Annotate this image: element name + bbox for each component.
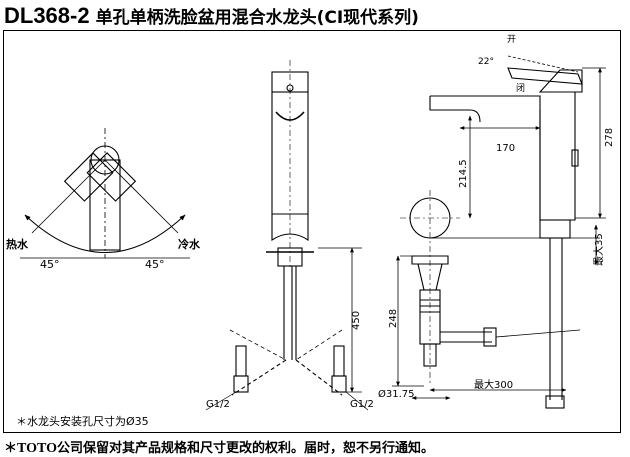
right-thread-size: G1/2 [350, 399, 374, 410]
side-view [429, 55, 606, 409]
product-description: 单孔单柄洗脸盆用混合水龙头(CI现代系列) [95, 8, 419, 28]
mounting-hole-note: ＊水龙头安装孔尺寸为Ø35 [16, 415, 149, 428]
side-hose-nut [545, 395, 565, 409]
handle-rotated-left [63, 152, 114, 202]
rotation-arc [24, 214, 186, 253]
lever-angle: 22° [478, 57, 494, 67]
handle-rotated-right [86, 152, 137, 202]
side-spout [429, 91, 576, 221]
hose-right [295, 359, 343, 396]
pivot-rod-nut [483, 327, 497, 347]
left-hose-nut [233, 375, 249, 393]
footer-brand: TOTO [17, 441, 57, 456]
handle-rotation-view [20, 128, 190, 259]
front-view [205, 60, 369, 411]
cold-water-label: 冷水 [178, 237, 201, 251]
drain-outlet [423, 343, 437, 367]
spout-reach-dimension: 170 [496, 143, 515, 154]
right-angle-label: 45° [145, 258, 165, 271]
popup-rod-knob [571, 149, 579, 167]
drawing-panel [3, 30, 621, 433]
footer-text: 公司保留对其产品规格和尺寸更改的权利。届时，恕不另行通知。 [56, 441, 434, 456]
drain-height-dimension: 248 [388, 309, 399, 328]
left-hose-fitting [235, 345, 247, 377]
hot-water-label: 热水 [6, 237, 29, 251]
drain-view [392, 190, 581, 400]
lever-closed-label: 闭 [516, 82, 525, 94]
right-hose-nut [331, 375, 347, 393]
drain-diameter-dimension: Ø31.75 [378, 388, 415, 400]
footer-mark: ＊ [4, 441, 18, 456]
right-hose-fitting [333, 345, 345, 377]
total-height-dimension: 278 [604, 128, 615, 147]
max-deck-thickness: 最大35 [592, 233, 605, 266]
rod-max-dimension: 最大300 [474, 378, 513, 391]
spout-height-dimension: 214.5 [458, 159, 469, 188]
hose-left [231, 359, 287, 396]
side-base [539, 219, 571, 239]
lever-open-label: 开 [507, 34, 516, 45]
disclaimer-footer: ＊TOTO公司保留对其产品规格和尺寸更改的权利。届时，恕不另行通知。 [4, 437, 434, 457]
hose-length-dimension: 450 [351, 311, 362, 330]
left-angle-label: 45° [40, 258, 60, 271]
model-code: DL368-2 [4, 3, 90, 28]
left-thread-size: G1/2 [206, 399, 230, 410]
drain-flange [411, 255, 449, 265]
